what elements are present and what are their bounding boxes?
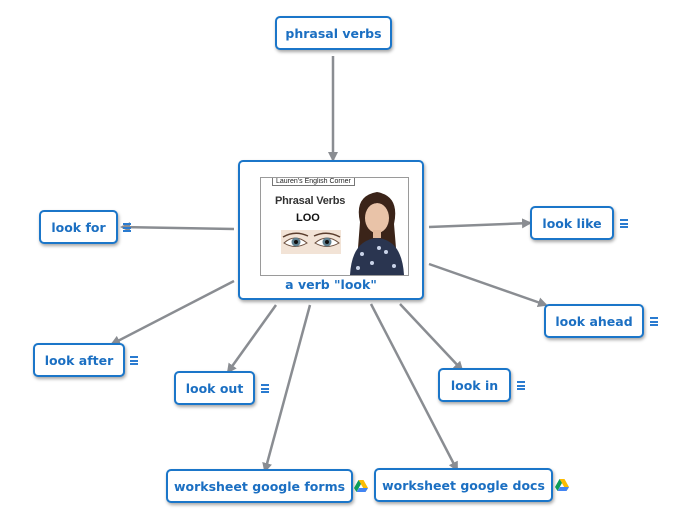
eyes-illustration: [281, 230, 341, 254]
thumbnail-channel-tag: Lauren's English Corner: [272, 178, 355, 186]
notes-icon[interactable]: [620, 219, 628, 228]
central-topic-label: a verb "look": [285, 277, 377, 292]
edge-look-in: [399, 303, 464, 372]
edge-worksheet-google-forms: [262, 304, 312, 473]
node-label: worksheet google docs: [382, 477, 545, 493]
node-look-out[interactable]: look out: [174, 371, 255, 405]
notes-icon[interactable]: [261, 384, 269, 393]
edge-look-like: [428, 218, 532, 229]
edge-look-ahead: [428, 262, 548, 308]
node-look-after[interactable]: look after: [33, 343, 125, 377]
edge-look-for: [120, 222, 235, 233]
edge-look-out: [226, 304, 278, 374]
node-label: look for: [51, 219, 106, 235]
edge-worksheet-google-docs: [369, 303, 459, 472]
node-worksheet-google-docs[interactable]: worksheet google docs: [374, 468, 553, 502]
node-label: phrasal verbs: [285, 25, 382, 41]
video-thumbnail-image: Lauren's English Corner Phrasal Verbs LO…: [260, 177, 409, 276]
thumbnail-title: Phrasal Verbs: [275, 195, 346, 207]
node-label: look like: [542, 215, 602, 231]
notes-icon[interactable]: [650, 317, 658, 326]
node-label: look in: [450, 377, 499, 393]
notes-icon[interactable]: [517, 381, 525, 390]
node-look-for[interactable]: look for: [39, 210, 118, 244]
notes-icon[interactable]: [130, 356, 138, 365]
node-label: look out: [185, 380, 244, 396]
node-phrasal-verbs[interactable]: phrasal verbs: [275, 16, 392, 50]
node-look-in[interactable]: look in: [438, 368, 511, 402]
central-topic-node[interactable]: Lauren's English Corner Phrasal Verbs LO…: [238, 160, 424, 300]
google-drive-icon[interactable]: [555, 479, 569, 491]
presenter-illustration: [350, 192, 404, 275]
node-look-ahead[interactable]: look ahead: [544, 304, 644, 338]
edge-look-after: [110, 279, 235, 346]
notes-icon[interactable]: [123, 223, 131, 232]
node-label: look after: [44, 352, 114, 368]
google-drive-icon[interactable]: [354, 480, 368, 492]
node-label: look ahead: [555, 313, 633, 329]
thumbnail-word: LOO: [296, 212, 320, 224]
node-label: worksheet google forms: [173, 478, 346, 494]
node-look-like[interactable]: look like: [530, 206, 614, 240]
node-worksheet-google-forms[interactable]: worksheet google forms: [166, 469, 353, 503]
